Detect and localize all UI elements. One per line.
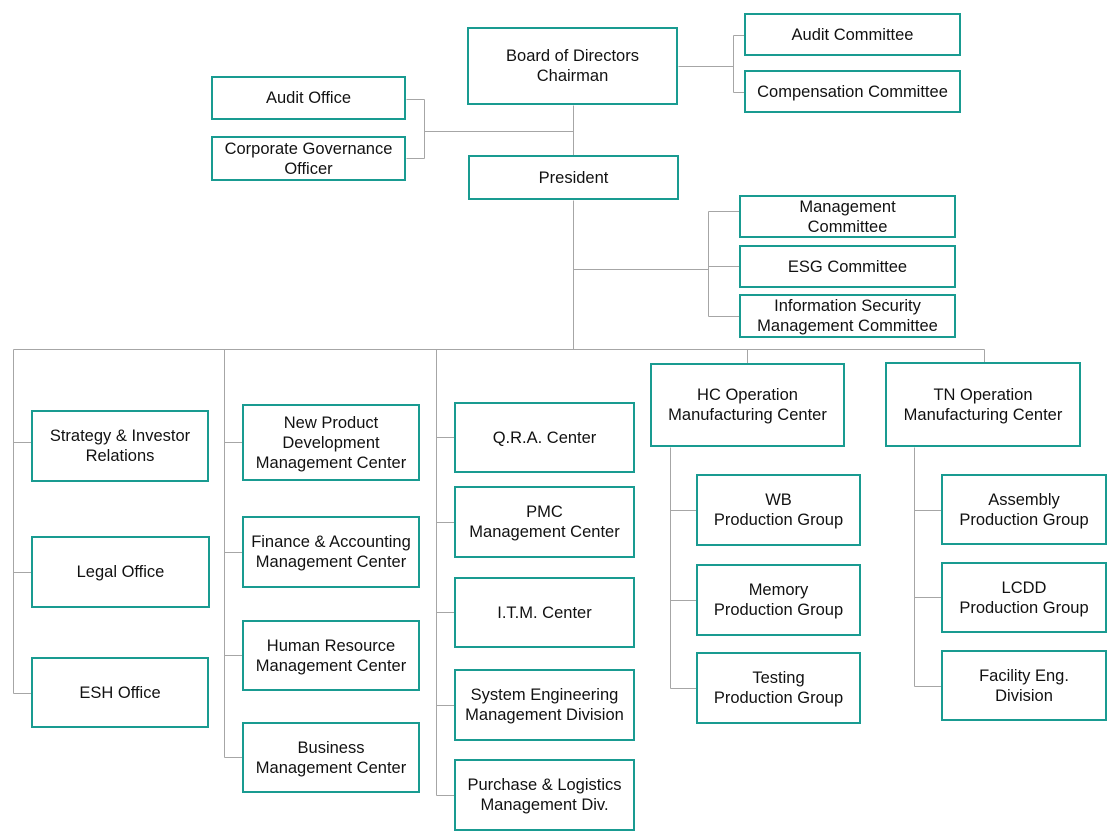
president-box: President [468,155,679,200]
information-security-committee-box: Information Security Management Committe… [739,294,956,338]
corporate-governance-officer-box: Corporate Governance Officer [211,136,406,181]
esh-office-box: ESH Office [31,657,209,728]
purchase-logistics-box: Purchase & Logistics Management Div. [454,759,635,831]
board-of-directors-box: Board of Directors Chairman [467,27,678,105]
human-resource-box: Human Resource Management Center [242,620,420,691]
qra-center-box: Q.R.A. Center [454,402,635,473]
strategy-investor-relations-box: Strategy & Investor Relations [31,410,209,482]
testing-production-group-box: Testing Production Group [696,652,861,724]
management-committee-box: Management Committee [739,195,956,238]
tn-operation-box: TN Operation Manufacturing Center [885,362,1081,447]
new-product-development-box: New Product Development Management Cente… [242,404,420,481]
pmc-management-center-box: PMC Management Center [454,486,635,558]
audit-committee-box: Audit Committee [744,13,961,56]
itm-center-box: I.T.M. Center [454,577,635,648]
assembly-production-group-box: Assembly Production Group [941,474,1107,545]
lcdd-production-group-box: LCDD Production Group [941,562,1107,633]
hc-operation-box: HC Operation Manufacturing Center [650,363,845,447]
system-engineering-box: System Engineering Management Division [454,669,635,741]
esg-committee-box: ESG Committee [739,245,956,288]
business-management-box: Business Management Center [242,722,420,793]
legal-office-box: Legal Office [31,536,210,608]
finance-accounting-box: Finance & Accounting Management Center [242,516,420,588]
facility-eng-division-box: Facility Eng. Division [941,650,1107,721]
audit-office-box: Audit Office [211,76,406,120]
wb-production-group-box: WB Production Group [696,474,861,546]
memory-production-group-box: Memory Production Group [696,564,861,636]
compensation-committee-box: Compensation Committee [744,70,961,113]
